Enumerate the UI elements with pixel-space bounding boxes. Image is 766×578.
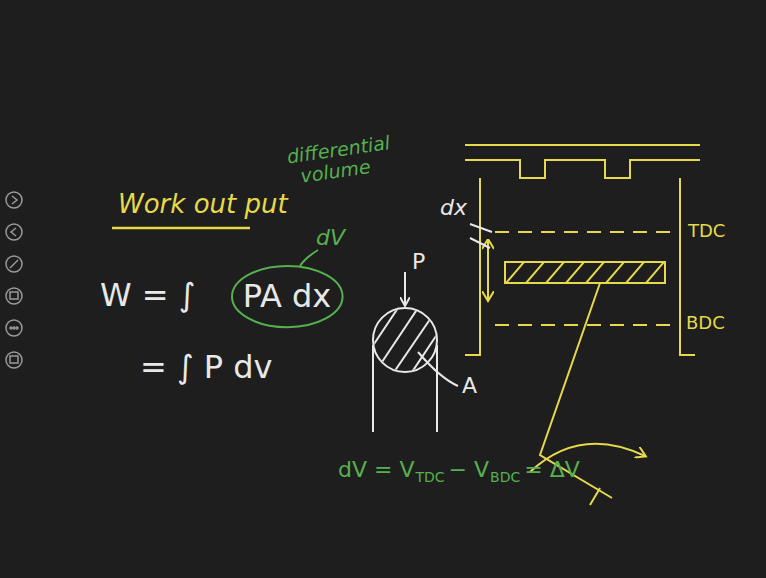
subscript: BDC xyxy=(490,470,520,485)
heading: Work out put xyxy=(118,190,288,219)
symbol-label: dV xyxy=(316,226,345,250)
equation: = ∫ P dv xyxy=(140,350,273,385)
title-underline xyxy=(112,227,250,230)
engine-cylinder xyxy=(465,145,700,505)
dx-marks xyxy=(470,224,492,248)
position-label: TDC xyxy=(688,221,725,241)
piston-section xyxy=(370,272,458,432)
force-label: P xyxy=(412,250,425,274)
equation: W = ∫ xyxy=(100,278,195,313)
encircled-term: PA dx xyxy=(230,264,345,329)
annotation: differential volume xyxy=(286,134,383,188)
area-label: A xyxy=(462,374,477,398)
equation-term: PA dx xyxy=(243,279,332,314)
subscript: TDC xyxy=(415,470,444,485)
equation: = ΔV xyxy=(524,458,580,482)
toolbar-icons xyxy=(6,192,22,368)
equation: dV = V xyxy=(338,458,414,482)
dimension-label: dx xyxy=(440,196,467,220)
position-label: BDC xyxy=(686,313,725,333)
leader-line xyxy=(300,250,318,266)
equation: − V xyxy=(449,458,489,482)
